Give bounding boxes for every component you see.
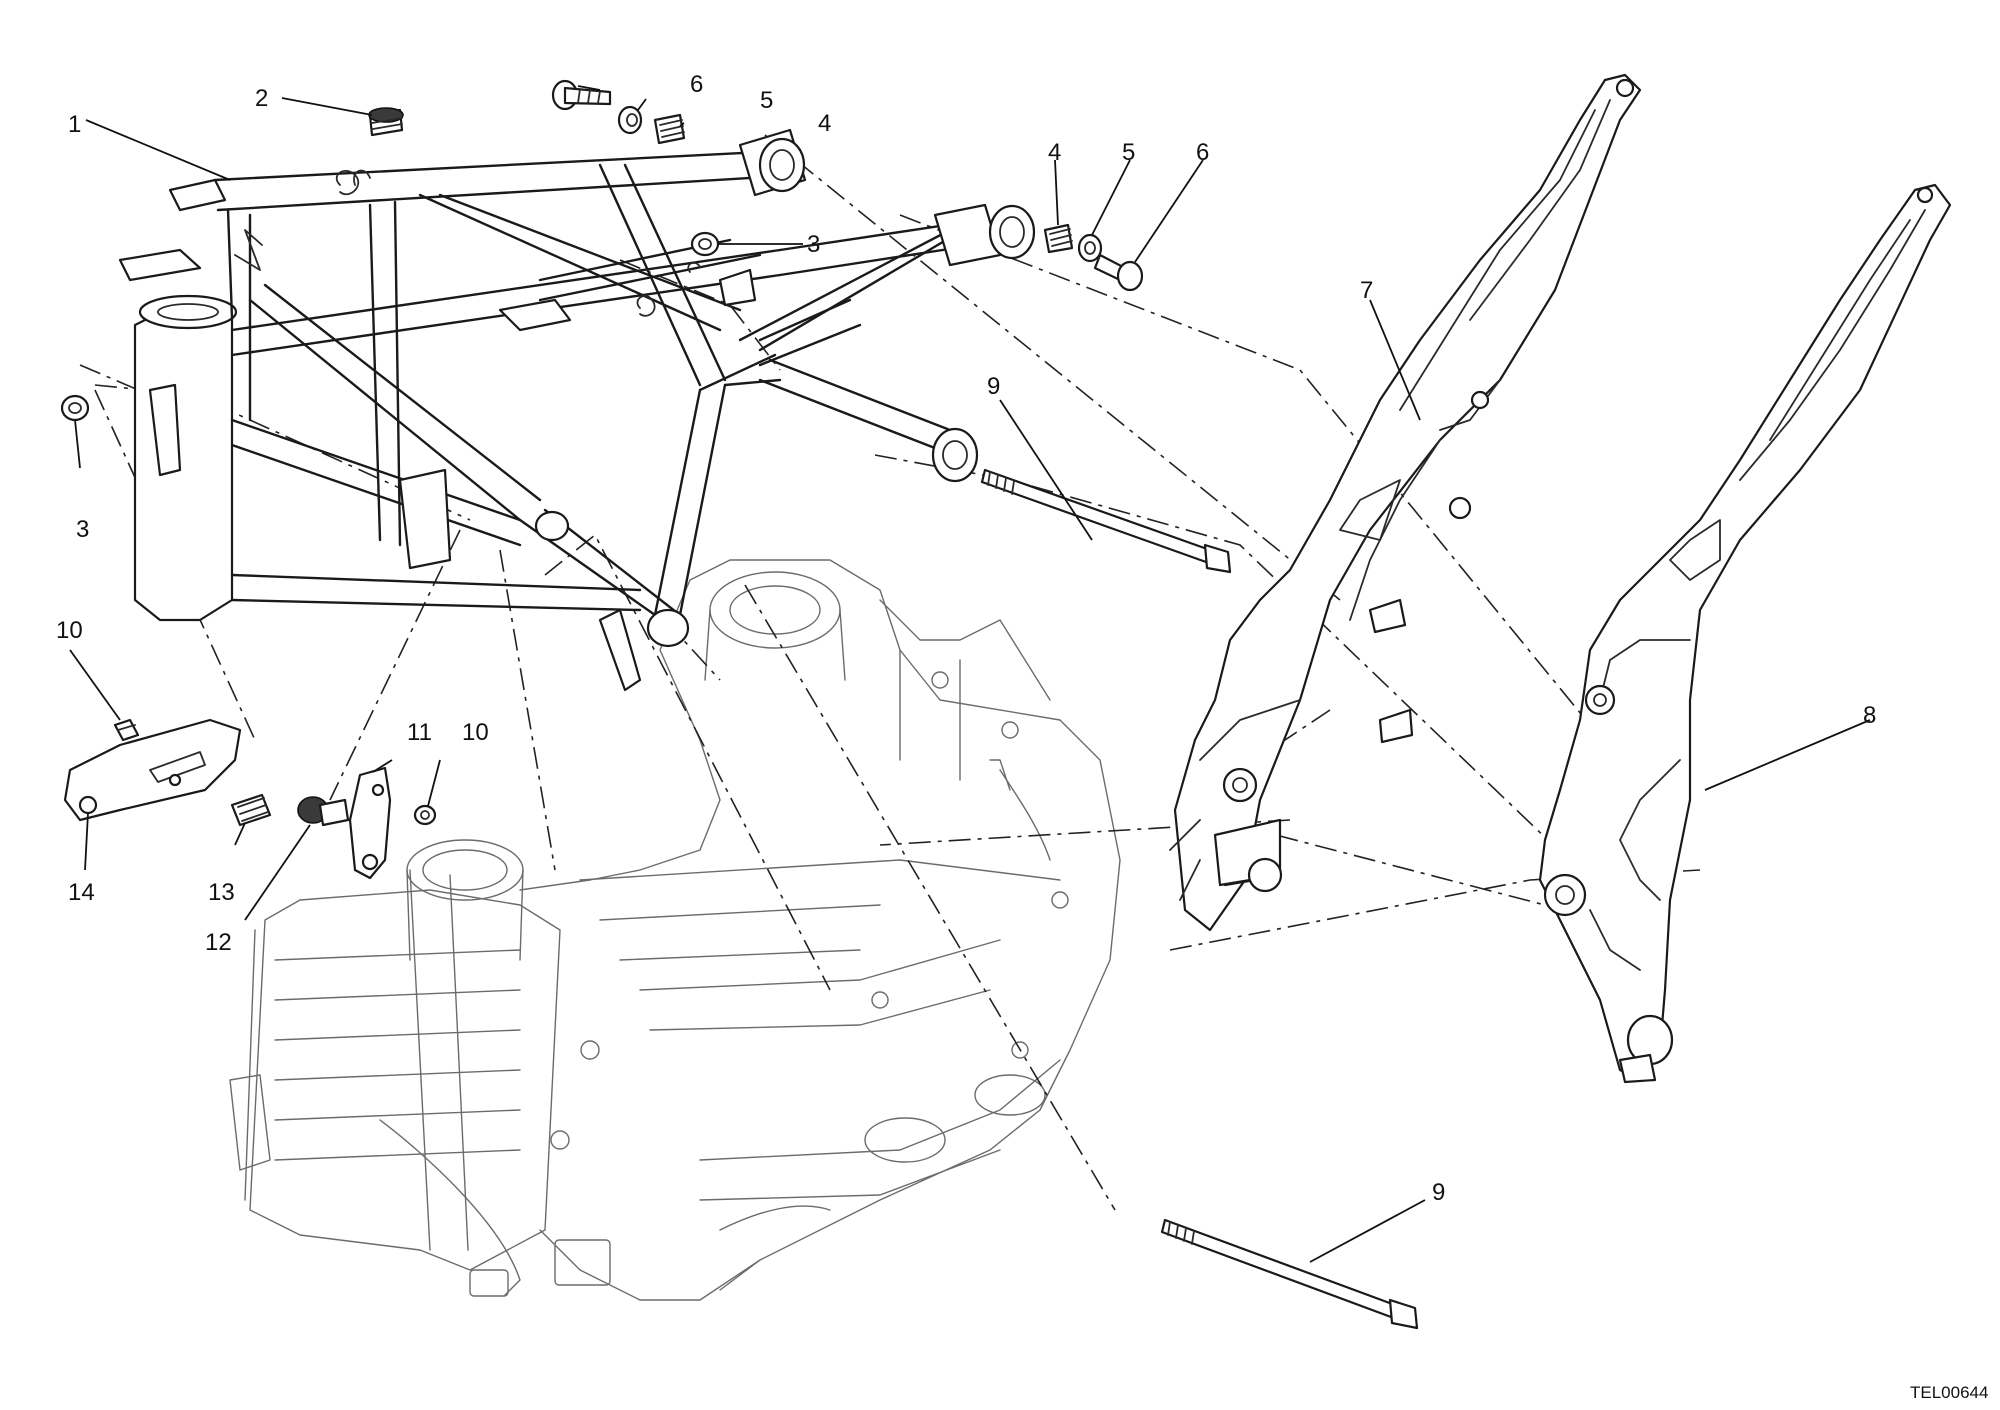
part-11-sensor-bracket	[348, 766, 392, 880]
callout-3-b: 3	[76, 516, 89, 543]
callout-10-a: 10	[56, 617, 83, 644]
callout-6-b: 6	[1196, 139, 1209, 166]
callout-2: 2	[255, 85, 268, 112]
engine-block-illustration	[229, 559, 1121, 1301]
callout-labels: 1 2 3 3 4 4 5 5 6 6 7 8 9 9 10 10 11 12 …	[56, 71, 1876, 1206]
callout-5-b: 5	[1122, 139, 1135, 166]
part-9-through-bolt-upper	[980, 468, 1232, 574]
callout-10-b: 10	[462, 719, 489, 746]
part-9-through-bolt-lower	[1160, 1218, 1419, 1330]
trellis-frame	[118, 128, 1036, 692]
callout-9-a: 9	[987, 373, 1000, 400]
part-6-bolt-right	[1093, 253, 1144, 292]
part-10-nut-right	[413, 804, 437, 826]
part-3-nut-upper	[690, 231, 720, 257]
callout-9-b: 9	[1432, 1179, 1445, 1206]
callout-7: 7	[1360, 277, 1373, 304]
part-10-screw-left	[113, 718, 140, 742]
part-3-nut-left	[60, 394, 90, 422]
part-4-bushing-right	[1043, 223, 1074, 254]
drawing-code: TEL00644	[1910, 1383, 1988, 1402]
callout-11: 11	[407, 719, 432, 746]
part-12-sensor	[297, 796, 350, 827]
part-4-bushing-top	[653, 113, 686, 145]
part-5-washer-right	[1077, 233, 1103, 263]
callout-4-b: 4	[1048, 139, 1061, 166]
part-5-washer-top	[617, 105, 643, 135]
callout-14: 14	[68, 879, 95, 906]
callout-13: 13	[208, 879, 235, 906]
callout-8: 8	[1863, 702, 1876, 729]
callout-6-a: 6	[690, 71, 703, 98]
left-frame-side-plate	[1169, 73, 1642, 932]
part-14-bracket	[63, 718, 242, 822]
callout-12: 12	[205, 929, 232, 956]
right-frame-side-plate	[1538, 183, 1952, 1084]
callout-leader-lines	[69, 85, 1871, 1263]
callout-3-a: 3	[807, 231, 820, 258]
callout-5-a: 5	[760, 87, 773, 114]
part-2-rubber-plug	[368, 107, 404, 137]
part-13-spacer	[230, 793, 272, 827]
part-6-bolt-top	[551, 79, 612, 111]
callout-1: 1	[68, 111, 81, 138]
callout-4-a: 4	[818, 110, 831, 137]
